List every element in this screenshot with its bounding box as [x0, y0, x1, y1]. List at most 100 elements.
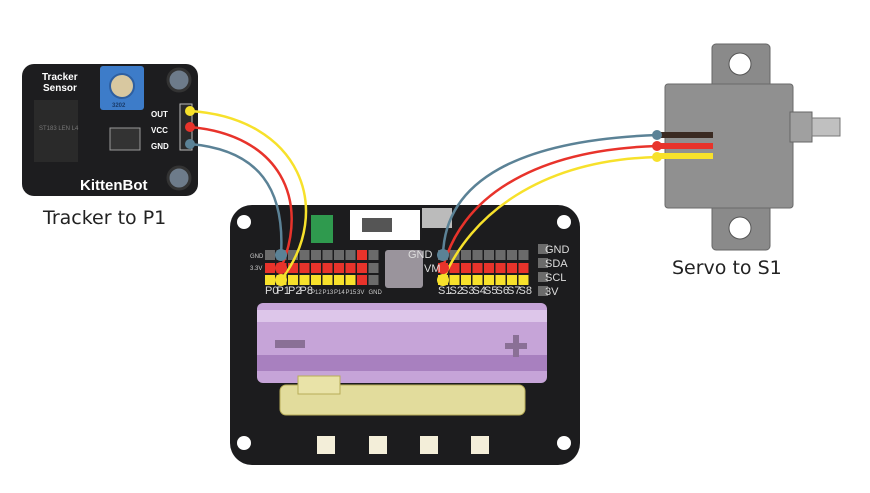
header-pin[interactable]: [495, 250, 506, 260]
side-pin[interactable]: [538, 286, 548, 296]
side-label: SDA: [545, 258, 568, 270]
header-pin[interactable]: [484, 275, 494, 285]
header-pin[interactable]: [368, 275, 379, 285]
usb-port: [422, 208, 452, 228]
header-pin[interactable]: [311, 250, 321, 260]
header-pin[interactable]: [472, 263, 483, 273]
header-label: P12: [311, 290, 322, 296]
label-gnd: GND: [408, 249, 433, 261]
header-pin[interactable]: [311, 263, 321, 273]
servo-motor: [657, 43, 841, 251]
side-label: 3V: [545, 286, 559, 298]
sensor-title-1: Tracker: [42, 72, 78, 83]
header-pin[interactable]: [357, 263, 367, 273]
mcu-chip: [385, 250, 423, 288]
side-label: SCL: [545, 272, 566, 284]
header-label: S2: [450, 285, 463, 297]
wire-servo-gnd: [441, 133, 658, 256]
header-pin[interactable]: [265, 250, 275, 260]
header-pin[interactable]: [322, 250, 333, 260]
header-label: P0: [265, 285, 278, 297]
header-pin[interactable]: [461, 275, 471, 285]
pot-label: 3202: [112, 103, 126, 109]
header-pin[interactable]: [288, 275, 298, 285]
pin-label-vcc: VCC: [151, 126, 168, 135]
header-pin[interactable]: [449, 263, 460, 273]
button-2[interactable]: [369, 436, 387, 454]
header-label: S1: [438, 285, 451, 297]
header-pin[interactable]: [507, 263, 517, 273]
header-pin[interactable]: [461, 250, 471, 260]
side-pin[interactable]: [538, 258, 548, 268]
header-pin[interactable]: [345, 275, 356, 285]
tracker-sensor-module: 3202 ST183 LEN L4 Tracker Sensor KittenB…: [22, 64, 198, 196]
tracker-caption: Tracker to P1: [42, 207, 166, 229]
header-label: P8: [300, 285, 313, 297]
pin-label-out: OUT: [151, 110, 168, 119]
header-pin[interactable]: [299, 263, 310, 273]
side-pin[interactable]: [538, 244, 548, 254]
wire-servo-power: [441, 144, 658, 269]
button-1[interactable]: [317, 436, 335, 454]
header-pin[interactable]: [484, 250, 494, 260]
header-label: S5: [484, 285, 497, 297]
wire-servo-signal: [441, 155, 658, 281]
side-pin[interactable]: [538, 272, 548, 282]
wire-sensor-gnd: [189, 142, 283, 256]
button-3[interactable]: [420, 436, 438, 454]
header-pin[interactable]: [449, 275, 460, 285]
header-pin[interactable]: [472, 250, 483, 260]
sensor-title-2: Sensor: [43, 83, 77, 94]
header-label: S6: [496, 285, 509, 297]
header-pin[interactable]: [288, 250, 298, 260]
header-pin[interactable]: [345, 250, 356, 260]
header-pin[interactable]: [518, 250, 529, 260]
header-label: P1: [277, 285, 290, 297]
header-pin[interactable]: [311, 275, 321, 285]
header-pin[interactable]: [334, 263, 344, 273]
header-label: S4: [473, 285, 486, 297]
header-pin[interactable]: [334, 250, 344, 260]
header-pin[interactable]: [299, 250, 310, 260]
header-pin[interactable]: [484, 263, 494, 273]
header-pin[interactable]: [518, 263, 529, 273]
header-pin[interactable]: [495, 263, 506, 273]
header-pin[interactable]: [345, 263, 356, 273]
header-pin[interactable]: [265, 275, 275, 285]
header-pin[interactable]: [357, 250, 367, 260]
wire-sensor-out: [189, 109, 308, 281]
header-pin[interactable]: [334, 275, 344, 285]
header-label: P2: [288, 285, 301, 297]
header-pin[interactable]: [461, 263, 471, 273]
battery-holder: [279, 384, 526, 416]
header-pin[interactable]: [357, 275, 367, 285]
push-buttons: [317, 436, 489, 454]
servo-shaft: [811, 117, 841, 137]
header-pin[interactable]: [495, 275, 506, 285]
header-label: P14: [334, 290, 345, 296]
button-4[interactable]: [471, 436, 489, 454]
header-pin[interactable]: [322, 263, 333, 273]
row-label-gnd: GND: [250, 254, 264, 260]
header-pin[interactable]: [265, 263, 275, 273]
header-label: P13: [323, 290, 334, 296]
side-label: GND: [545, 244, 570, 256]
header-pin[interactable]: [507, 275, 517, 285]
header-pin[interactable]: [472, 275, 483, 285]
sensor-chip: [34, 100, 78, 162]
header-label: 3V: [357, 290, 364, 296]
header-pin[interactable]: [368, 250, 379, 260]
header-pin[interactable]: [322, 275, 333, 285]
header-label: GND: [369, 290, 383, 296]
header-pin[interactable]: [507, 250, 517, 260]
header-pin[interactable]: [299, 275, 310, 285]
header-label: S8: [519, 285, 532, 297]
header-pin[interactable]: [368, 263, 379, 273]
header-pin[interactable]: [518, 275, 529, 285]
header-label: P15: [346, 290, 357, 296]
header-pin[interactable]: [288, 263, 298, 273]
